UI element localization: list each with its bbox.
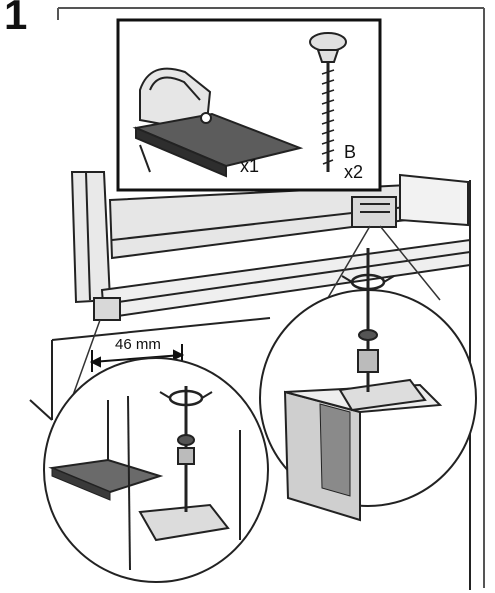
screw-letter: B: [344, 142, 356, 162]
detail-circle-right: [259, 248, 477, 522]
screw-part-icon: [309, 32, 347, 172]
step-frame: [57, 7, 485, 588]
step-number: 1: [4, 0, 28, 38]
top-hinge: [351, 196, 397, 228]
screw-quantity: x2: [344, 162, 363, 182]
left-hinge: [93, 297, 121, 321]
detail-circle-left: [43, 357, 269, 583]
dimension-callout: [89, 344, 185, 372]
bracket-part-icon: [132, 67, 304, 178]
bracket-quantity: x1: [240, 156, 259, 176]
parts-box: x1 B x2: [116, 18, 382, 192]
dimension-label: 46 mm: [115, 336, 161, 353]
